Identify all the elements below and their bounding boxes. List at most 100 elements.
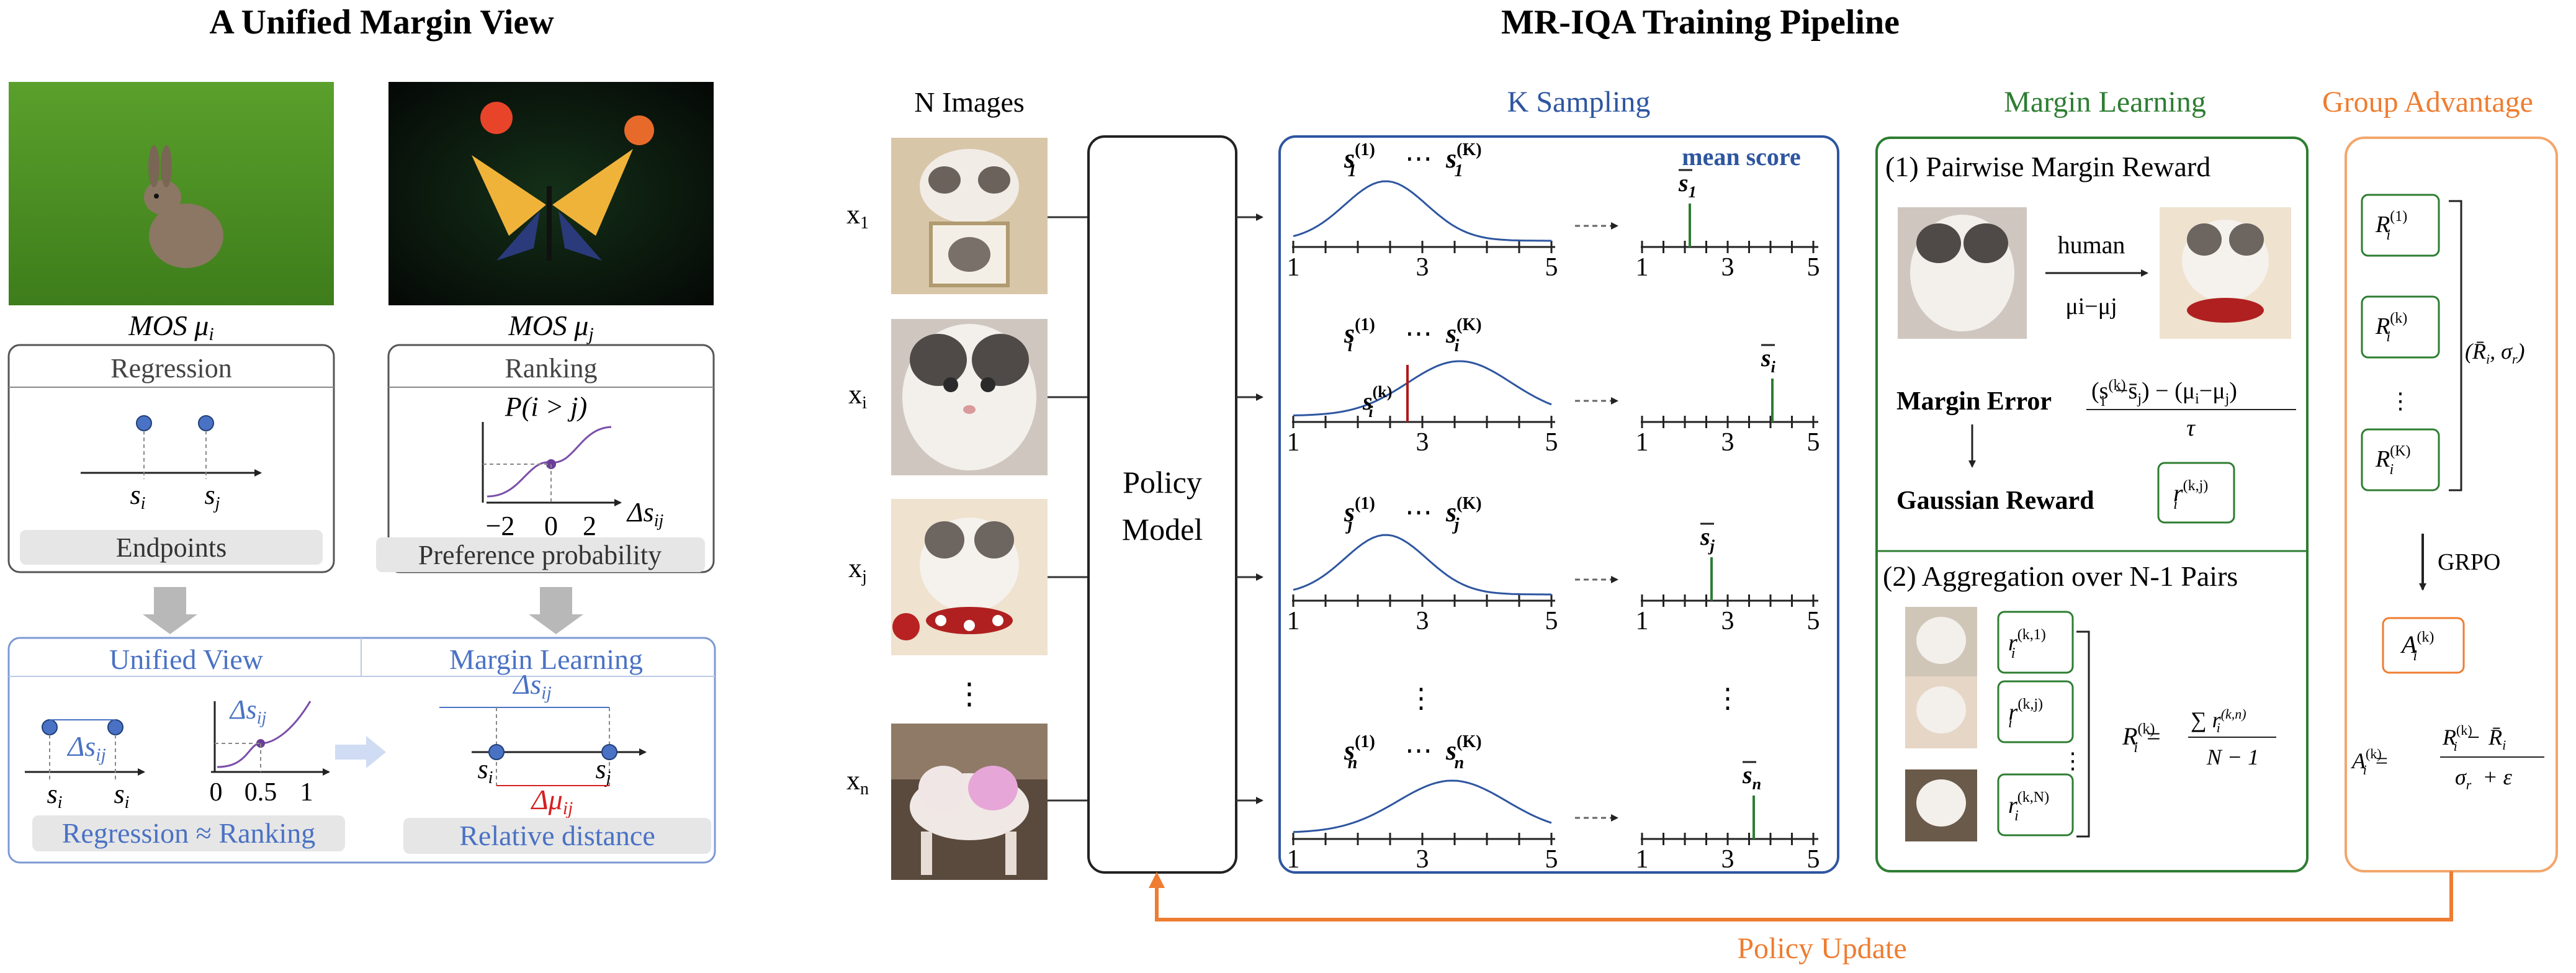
svg-text:⋯: ⋯ [1405, 318, 1432, 349]
sample-k-label: s(k)i [1362, 383, 1392, 421]
svg-text:τ: τ [2186, 415, 2196, 441]
mean-tick: 3 [1721, 845, 1735, 874]
mean-tick: 5 [1807, 607, 1820, 635]
si-point [136, 415, 152, 431]
svg-text:⋯: ⋯ [1405, 735, 1432, 766]
svg-text:si: si [478, 754, 493, 787]
svg-text:Δsij: Δsij [229, 694, 267, 728]
margin-footer: Relative distance [459, 820, 655, 851]
svg-text:⋯: ⋯ [1405, 497, 1432, 527]
pair-reward-label: r(k,N)i [2008, 789, 2049, 824]
reg-si: s [130, 480, 141, 510]
mos-i-sub: i [209, 324, 213, 344]
unified-footer: Regression ≈ Ranking [62, 817, 316, 849]
svg-text:MOS μi: MOS μi [128, 310, 213, 344]
down-arrow-right [529, 587, 583, 634]
cat-image-j [891, 499, 1048, 655]
mean-tick: 1 [1636, 845, 1649, 874]
k-sampling-title: K Sampling [1507, 86, 1651, 119]
mean-tick: 1 [1636, 253, 1649, 282]
mean-tick: 5 [1807, 428, 1820, 457]
policy-label-1: Policy [1123, 465, 1202, 500]
svg-text:R(k)i: R(k)i [2375, 310, 2407, 345]
k-tick: 3 [1416, 253, 1429, 282]
k-tick: 3 [1416, 845, 1429, 874]
sj-point [198, 415, 214, 431]
k-tick: 5 [1545, 845, 1558, 874]
agg-row: r(k,N)i [1905, 769, 2074, 841]
svg-text:xi: xi [848, 379, 867, 413]
ranking-box: Ranking P(i > j) −2 0 2 Δsij Preference … [376, 344, 715, 573]
mean-tick: 3 [1721, 428, 1735, 457]
sample-first-label: s(1)1 [1344, 140, 1375, 181]
mean-tick: 3 [1721, 253, 1735, 282]
svg-text:⋮: ⋮ [2062, 748, 2084, 773]
ranking-pij: P(i > j) [505, 392, 587, 422]
svg-text:R(k)i−R̄i: R(k)i−R̄i [2442, 722, 2506, 754]
policy-update-label: Policy Update [1737, 932, 1906, 965]
group-reward-item: R(k)i [2361, 295, 2440, 359]
pair-reward-box [1997, 611, 2074, 674]
svg-text:⋮: ⋮ [1407, 683, 1435, 714]
svg-text:A(k)i=: A(k)i= [2351, 746, 2388, 778]
k-tick: 1 [1287, 607, 1300, 635]
gaussian-reward-box [2157, 462, 2235, 524]
score-distribution-curve [1293, 779, 1552, 833]
score-distribution-curve [1293, 180, 1551, 242]
margin-learning-left-title: Margin Learning [449, 643, 643, 675]
score-distribution-curve [1293, 534, 1551, 596]
mean-score-label: sn [1742, 761, 1761, 793]
mu-diff-label: μi−μj [2065, 294, 2117, 320]
svg-text:r(k,j)i: r(k,j)i [2173, 478, 2208, 513]
ranking-title: Ranking [505, 353, 597, 383]
svg-text:MOS μj: MOS μj [508, 310, 593, 344]
svg-text:x1: x1 [846, 199, 869, 233]
agg-denominator: N − 1 [2206, 745, 2259, 769]
rank-tick-2: 2 [583, 511, 596, 541]
part2-title: (2) Aggregation over N-1 Pairs [1883, 560, 2238, 592]
margin-learning-title: Margin Learning [2004, 86, 2206, 119]
k-tick: 1 [1287, 845, 1300, 874]
pair-reward-box [1997, 680, 2074, 743]
advantage-box [2382, 617, 2465, 674]
unified-delta: Δs [66, 730, 96, 762]
cat-image-1 [891, 138, 1048, 294]
margin-mu: Δμ [531, 784, 563, 815]
down-arrow-left [143, 587, 197, 634]
unified-tick-0: 0 [210, 778, 223, 807]
unified-tick-1: 1 [300, 778, 313, 807]
svg-text:R(K)i: R(K)i [2375, 443, 2411, 478]
k-tick: 3 [1416, 607, 1429, 635]
agg-row: r(k,j)i [1905, 676, 2074, 748]
svg-text:⋮: ⋮ [2389, 388, 2412, 413]
svg-text:⋮: ⋮ [1714, 683, 1741, 714]
mean-score-label: mean score [1682, 143, 1800, 171]
svg-text:Δsij: Δsij [66, 730, 106, 765]
group-reward-item: R(1)i [2361, 194, 2440, 257]
n-images-label: N Images [914, 86, 1025, 118]
xn-label: x [846, 765, 860, 796]
svg-text:Δsij: Δsij [512, 668, 552, 703]
svg-text:sj: sj [596, 754, 611, 787]
sample-last-label: s(K)i [1445, 315, 1482, 356]
agg-row: r(k,1)i [1905, 607, 2074, 679]
xi-label: x [848, 379, 862, 410]
k-tick: 1 [1287, 428, 1300, 457]
score-distribution-curve [1293, 360, 1552, 416]
mean-score-label: si [1761, 344, 1776, 376]
policy-model-box: Policy Model [1087, 135, 1237, 874]
k-tick: 5 [1545, 253, 1558, 282]
mean-tick: 1 [1636, 607, 1649, 635]
mos-i-label: MOS μ [128, 310, 209, 341]
cat-image-n [891, 724, 1048, 880]
human-label: human [2058, 231, 2125, 259]
rank-tick-neg2: −2 [486, 511, 515, 541]
svg-text:R(1)i: R(1)i [2375, 208, 2407, 243]
reg-sj: s [205, 480, 215, 510]
ranking-footer: Preference probability [418, 540, 662, 570]
